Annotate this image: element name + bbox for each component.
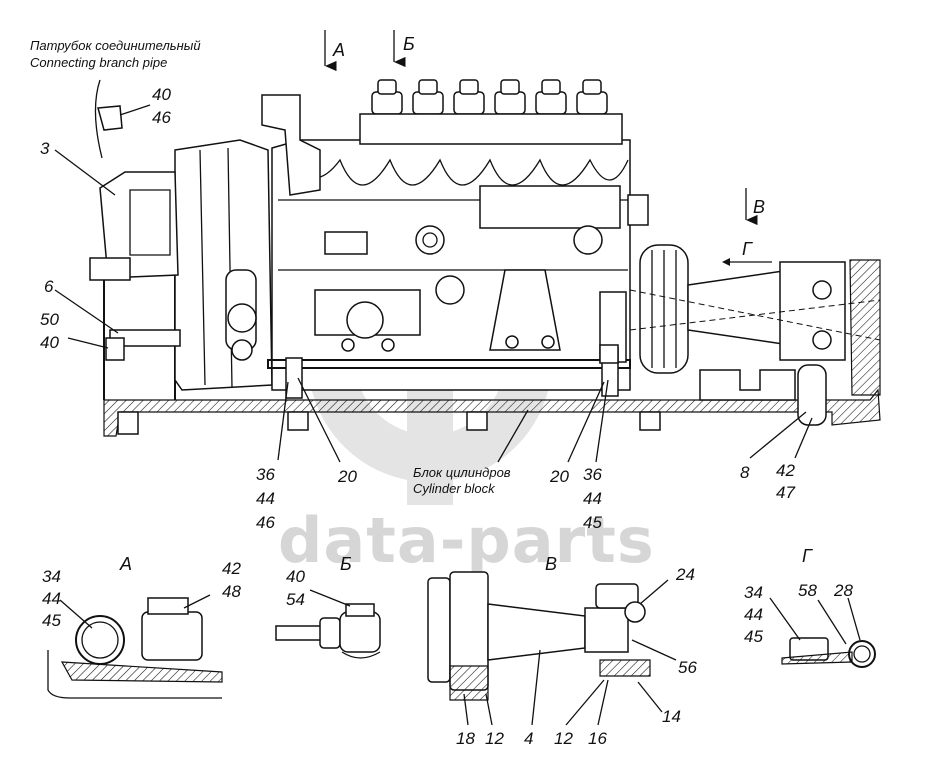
view-v-callout-12b: 12 [554, 729, 573, 748]
callout-20-left: 20 [337, 467, 357, 486]
view-g-callout-58: 58 [798, 581, 817, 600]
base-foot-1 [117, 411, 139, 435]
view-v-callout-18: 18 [456, 729, 475, 748]
callout-6: 6 [44, 277, 54, 296]
leader-lines [54, 104, 813, 463]
view-title-v: В [545, 554, 557, 574]
callout-47: 47 [776, 483, 795, 502]
view-marker-b: Б [403, 34, 415, 54]
callout-45-right: 45 [583, 513, 602, 532]
callout-8: 8 [740, 463, 750, 482]
view-a-callout-34: 34 [42, 567, 61, 586]
stud-left [285, 357, 303, 399]
view-g-callout-28: 28 [833, 581, 853, 600]
connecting-pipe-detail [94, 79, 123, 159]
detail-view-g: Г 34 44 45 58 28 [744, 546, 876, 668]
top-left-bracket [261, 94, 321, 196]
view-v-callout-16: 16 [588, 729, 607, 748]
view-marker-v: В [753, 197, 765, 217]
view-v-callout-12a: 12 [485, 729, 504, 748]
captions: Патрубок соединительный Connecting branc… [30, 38, 511, 496]
view-arrows [324, 30, 772, 266]
view-b-callout-40: 40 [286, 567, 305, 586]
callout-42: 42 [776, 461, 795, 480]
right-fitting [797, 364, 827, 426]
view-a-callout-45: 45 [42, 611, 61, 630]
pump-boss [489, 269, 561, 351]
callout-44-left: 44 [256, 489, 275, 508]
view-b-callout-54: 54 [286, 590, 305, 609]
view-title-a: А [119, 554, 132, 574]
caption-cylinder-block-ru: Блок цилиндров [413, 465, 511, 480]
callout-46-top: 46 [152, 108, 171, 127]
front-housing [849, 259, 881, 396]
callouts-main: 40 46 3 6 50 40 36 44 46 20 20 36 44 45 … [40, 85, 795, 532]
base-foot-3 [466, 411, 488, 431]
caption-connecting-pipe-ru: Патрубок соединительный [30, 38, 201, 53]
view-title-b: Б [340, 554, 352, 574]
caption-connecting-pipe-en: Connecting branch pipe [30, 55, 167, 70]
base-foot-4 [639, 411, 661, 431]
callout-3: 3 [40, 139, 50, 158]
caption-cylinder-block-en: Cylinder block [413, 481, 496, 496]
callout-46-left: 46 [256, 513, 275, 532]
view-g-callout-44: 44 [744, 605, 763, 624]
base-foot-2 [287, 411, 309, 431]
detail-view-a: А 34 44 45 42 48 [42, 554, 241, 699]
detail-view-b: Б 40 54 [275, 554, 381, 659]
view-marker-g: Г [742, 239, 753, 259]
main-assembly [89, 79, 881, 437]
delivery-valve-holders [359, 79, 623, 145]
view-a-callout-48: 48 [222, 582, 241, 601]
callout-44-right: 44 [583, 489, 602, 508]
callout-36-right: 36 [583, 465, 602, 484]
view-v-callout-56: 56 [678, 658, 697, 677]
governor-housing [174, 139, 273, 391]
callout-36-left: 36 [256, 465, 275, 484]
callout-50: 50 [40, 310, 59, 329]
view-marker-a: А [332, 40, 345, 60]
callout-20-right: 20 [549, 467, 569, 486]
left-fitting [105, 337, 125, 361]
callout-40-left: 40 [40, 333, 59, 352]
view-g-callout-45: 45 [744, 627, 763, 646]
view-v-callout-4: 4 [524, 729, 533, 748]
view-g-callout-34: 34 [744, 583, 763, 602]
view-v-callout-24: 24 [675, 565, 695, 584]
drive-shaft [687, 269, 791, 346]
callout-40-top: 40 [152, 85, 171, 104]
view-title-g: Г [802, 546, 813, 566]
watermark-text: data-parts [278, 504, 655, 577]
view-markers: А Б В Г [332, 34, 765, 259]
view-a-callout-42: 42 [222, 559, 241, 578]
detail-view-v: В 24 56 14 18 12 4 12 16 [427, 554, 697, 748]
view-a-callout-44: 44 [42, 589, 61, 608]
pump-cover-plate [479, 185, 621, 229]
left-connector [89, 257, 131, 281]
view-v-callout-14: 14 [662, 707, 681, 726]
right-base-lug [699, 369, 796, 401]
